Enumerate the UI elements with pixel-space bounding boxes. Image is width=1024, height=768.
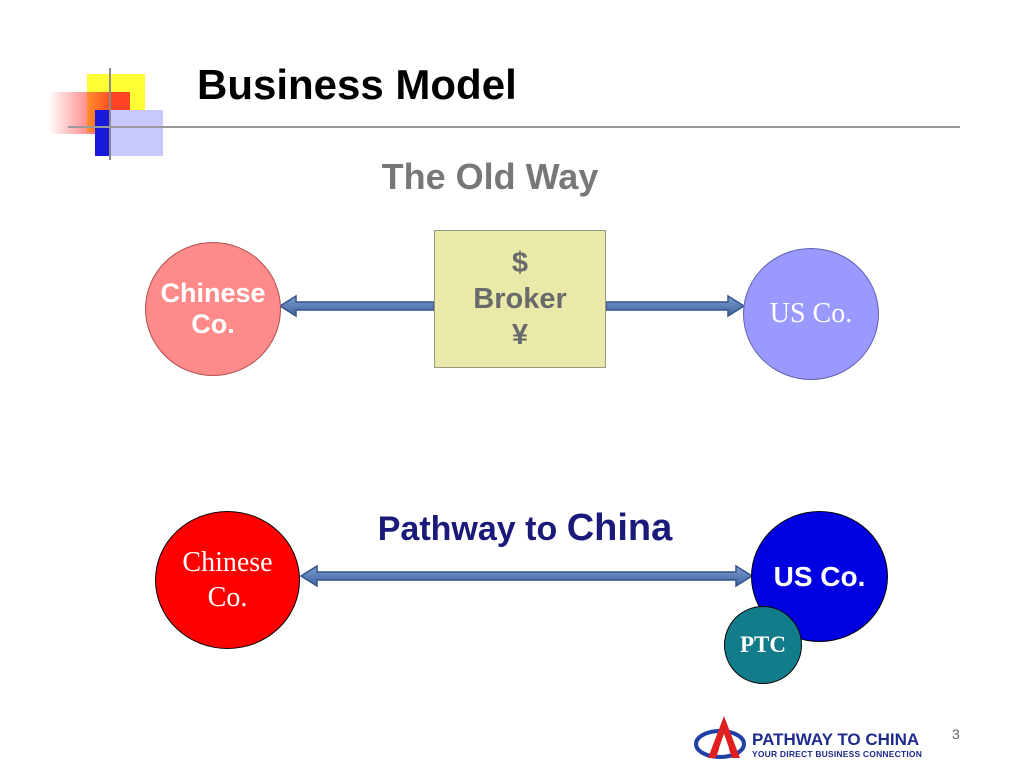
broker-label: Broker [473, 282, 567, 315]
pathway-logo-icon [694, 716, 746, 759]
arrow-broker-to-chinese [278, 294, 435, 318]
old-way-heading: The Old Way [381, 156, 599, 197]
slide-title: Business Model [197, 61, 517, 108]
dollar-symbol: $ [511, 246, 529, 279]
pathway-heading-part1: Pathway to [377, 510, 567, 548]
ptc-label: PTC [740, 632, 786, 657]
logo-tagline: YOUR DIRECT BUSINESS CONNECTION [752, 749, 923, 759]
pathway-heading: Pathway to China [300, 507, 750, 550]
old-chinese-label-line1: Chinese [160, 277, 266, 308]
page-number: 3 [952, 726, 960, 742]
new-chinese-label-line2: Co. [207, 582, 248, 613]
decor-vertical-line [109, 68, 111, 160]
decor-blue-square [95, 110, 163, 156]
title-divider [68, 126, 960, 128]
new-chinese-label-line1: Chinese [182, 547, 273, 578]
old-us-company: US Co. [743, 248, 879, 380]
old-us-label: US Co. [769, 298, 853, 329]
logo-name: PATHWAY TO CHINA [752, 730, 920, 749]
pathway-heading-part2: China [566, 507, 673, 549]
arrow-chinese-us-direct [299, 564, 754, 588]
old-chinese-label-line2: Co. [191, 309, 235, 339]
ptc-badge: PTC [724, 606, 802, 684]
old-chinese-company: Chinese Co. [145, 242, 281, 376]
new-us-label: US Co. [773, 560, 866, 592]
broker-box: $ Broker ¥ [434, 230, 606, 368]
yuan-symbol: ¥ [511, 319, 529, 352]
new-chinese-company: Chinese Co. [155, 511, 300, 649]
arrow-broker-to-us [605, 294, 746, 318]
